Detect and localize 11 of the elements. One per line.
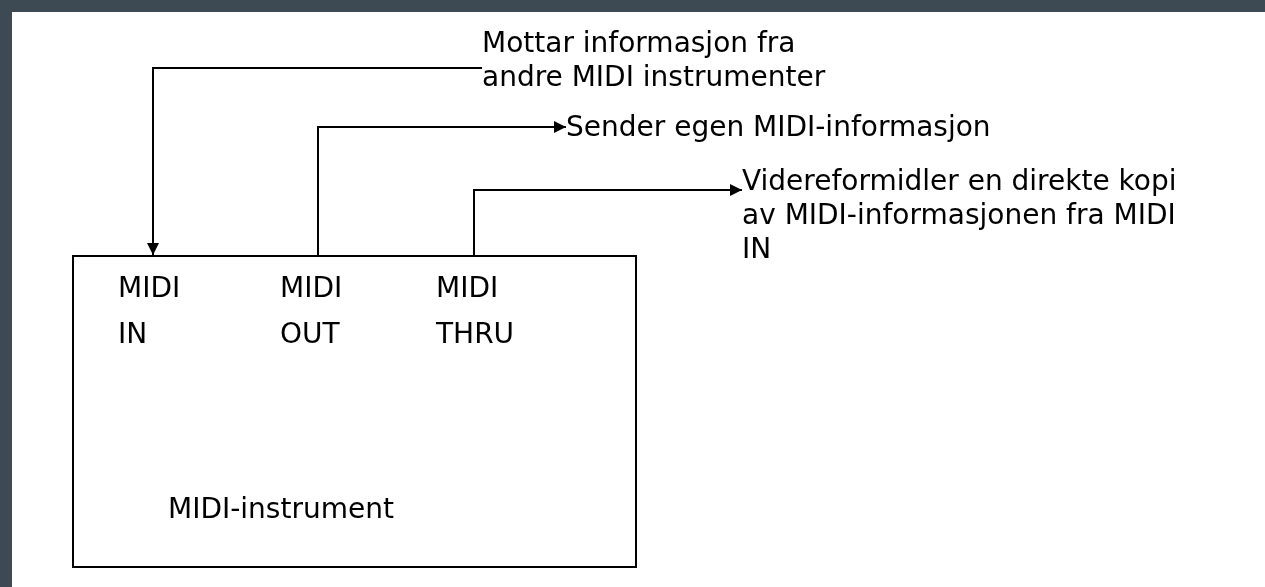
instrument-box [72, 255, 637, 568]
port-label: MIDI OUT [280, 270, 344, 352]
annotation-text: Videreformidler en direkte kopi av MIDI-informasjonen fra MIDI IN [742, 164, 1178, 266]
port-label: MIDI THRU [436, 270, 516, 352]
arrow [473, 184, 743, 256]
annotation-text: Sender egen MIDI-informasjon [566, 110, 992, 144]
arrow [147, 67, 483, 256]
port-label: MIDI IN [118, 270, 182, 352]
arrow [317, 121, 567, 256]
annotation-text: Mottar informasjon fra andre MIDI instrumenter [482, 26, 827, 94]
box-label: MIDI-instrument [168, 492, 394, 526]
